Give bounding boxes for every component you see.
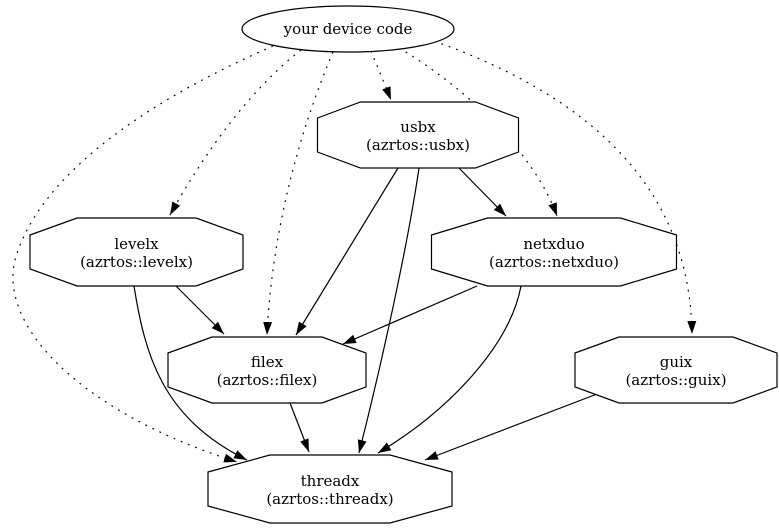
netxduo-octagon [430,217,678,287]
edge-filex-to-threadx [289,402,310,453]
edge-netxduo-to-filex [342,285,478,345]
edge-guix-to-threadx [424,393,598,461]
guix-title: guix [660,353,693,371]
usbx-subtitle: (azrtos::usbx) [366,136,470,154]
threadx-subtitle: (azrtos::threadx) [266,490,393,508]
node-threadx: threadx (azrtos::threadx) [207,454,453,524]
edge-device-code-to-usbx [370,50,392,101]
usbx-octagon [316,101,520,169]
edge-device-code-to-guix [433,40,697,335]
filex-title: filex [251,353,284,371]
your-device-code-label: your device code [283,20,413,38]
levelx-title: levelx [114,235,159,253]
node-filex: filex (azrtos::filex) [167,336,367,404]
node-guix: guix (azrtos::guix) [574,336,778,404]
guix-subtitle: (azrtos::guix) [625,371,726,389]
threadx-octagon [207,454,453,524]
guix-octagon [574,336,778,404]
threadx-title: threadx [301,472,360,490]
edge-device-code-to-filex [263,51,334,336]
node-usbx: usbx (azrtos::usbx) [316,101,520,169]
node-levelx: levelx (azrtos::levelx) [29,217,244,287]
edge-usbx-to-threadx [357,167,420,454]
your-device-code-ellipse [241,5,455,53]
levelx-octagon [29,217,244,287]
netxduo-title: netxduo [523,235,584,253]
node-your-device-code: your device code [241,5,455,53]
filex-subtitle: (azrtos::filex) [217,371,318,389]
filex-octagon [167,336,367,404]
edge-device-code-to-levelx [169,49,302,216]
edge-usbx-to-filex [295,167,399,336]
edge-netxduo-to-threadx [377,285,522,454]
node-netxduo: netxduo (azrtos::netxduo) [430,217,678,287]
usbx-title: usbx [400,118,436,136]
edge-device-code-to-threadx [12,45,274,463]
edge-levelx-to-threadx [133,285,248,461]
levelx-subtitle: (azrtos::levelx) [80,253,193,271]
netxduo-subtitle: (azrtos::netxduo) [489,253,619,271]
edge-usbx-to-netxduo [458,167,507,217]
edge-levelx-to-filex [175,285,225,335]
